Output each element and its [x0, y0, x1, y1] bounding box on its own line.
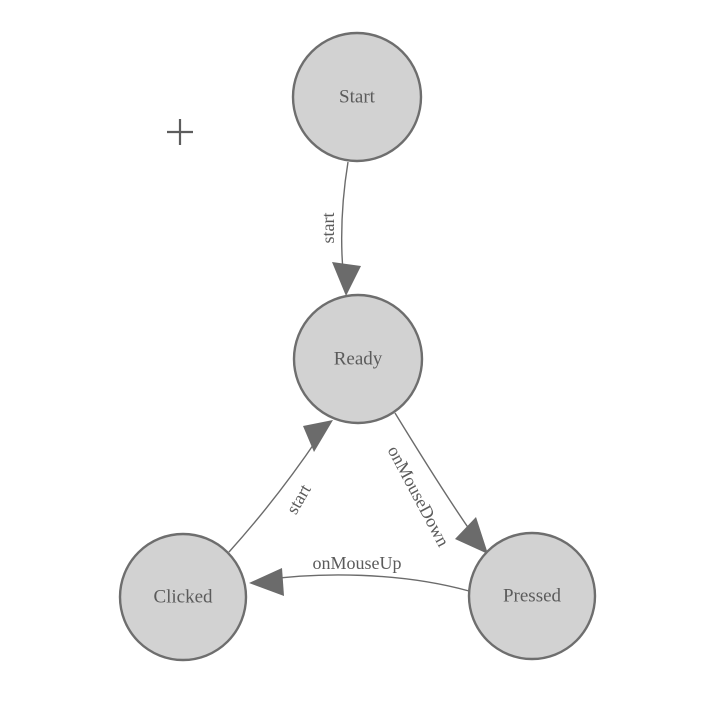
node-start[interactable]: Start: [291, 31, 423, 163]
node-pressed-circle[interactable]: [467, 531, 597, 661]
crosshair-icon: [167, 119, 193, 145]
edge-path-pressed-to-clicked: [262, 574, 470, 592]
node-start-label: Start: [339, 86, 376, 107]
edge-label-ready-to-pressed: onMouseDown: [384, 442, 454, 549]
node-clicked-label: Clicked: [153, 586, 213, 607]
node-ready-label: Ready: [334, 348, 383, 369]
node-clicked[interactable]: Clicked: [118, 532, 248, 662]
edge-pressed-to-clicked[interactable]: onMouseUp: [249, 553, 470, 596]
edge-label-pressed-to-clicked: onMouseUp: [313, 553, 402, 573]
node-pressed[interactable]: Pressed: [467, 531, 597, 661]
edge-clicked-to-ready[interactable]: start: [228, 420, 333, 553]
arrowhead-clicked-to-ready: [303, 420, 333, 452]
edge-label-start-to-ready: start: [318, 213, 338, 244]
arrowhead-start-to-ready: [332, 262, 361, 296]
edge-label-clicked-to-ready: start: [282, 481, 315, 518]
edge-start-to-ready[interactable]: start: [318, 161, 361, 296]
arrowhead-pressed-to-clicked: [249, 568, 284, 596]
node-start-circle[interactable]: [291, 31, 423, 163]
node-clicked-circle[interactable]: [118, 532, 248, 662]
edge-path-clicked-to-ready: [228, 437, 319, 553]
node-ready-circle[interactable]: [292, 293, 424, 425]
node-ready[interactable]: Ready: [292, 293, 424, 425]
node-pressed-label: Pressed: [503, 585, 562, 606]
edge-ready-to-pressed[interactable]: onMouseDown: [384, 412, 488, 554]
arrowhead-ready-to-pressed: [455, 517, 488, 554]
